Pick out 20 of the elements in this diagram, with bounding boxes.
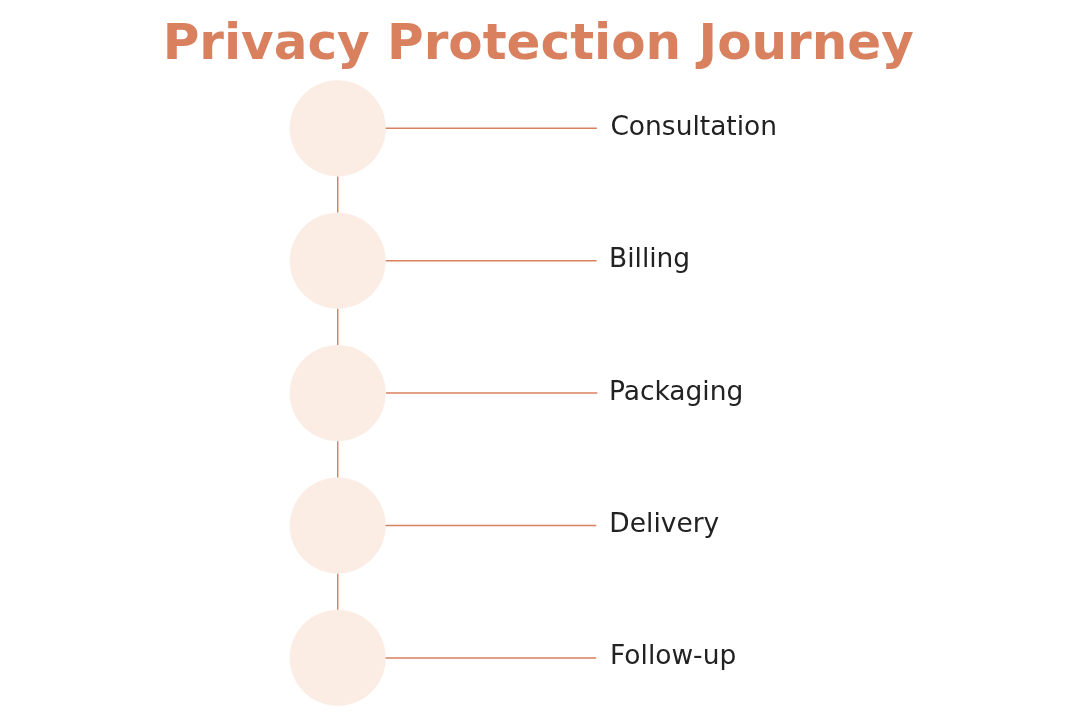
connector bbox=[337, 175, 339, 214]
connector bbox=[385, 259, 598, 262]
connector bbox=[384, 524, 597, 527]
connector bbox=[337, 440, 339, 479]
connector bbox=[384, 127, 598, 130]
node-circle bbox=[289, 477, 386, 574]
node-text: Delivery bbox=[609, 506, 720, 538]
connector bbox=[385, 392, 599, 394]
connector bbox=[337, 572, 339, 611]
node-circle bbox=[289, 345, 386, 442]
node-text: Billing bbox=[609, 242, 691, 274]
node-circle bbox=[289, 212, 386, 309]
node-text: Follow-up bbox=[610, 639, 737, 671]
connector bbox=[384, 657, 597, 659]
connector bbox=[337, 308, 339, 346]
node-circle bbox=[289, 609, 386, 706]
node-circle bbox=[289, 80, 386, 177]
node-text: Packaging bbox=[608, 374, 744, 406]
node-text: Consultation bbox=[610, 109, 778, 141]
diagram-title: Privacy Protection Journey bbox=[162, 12, 914, 71]
